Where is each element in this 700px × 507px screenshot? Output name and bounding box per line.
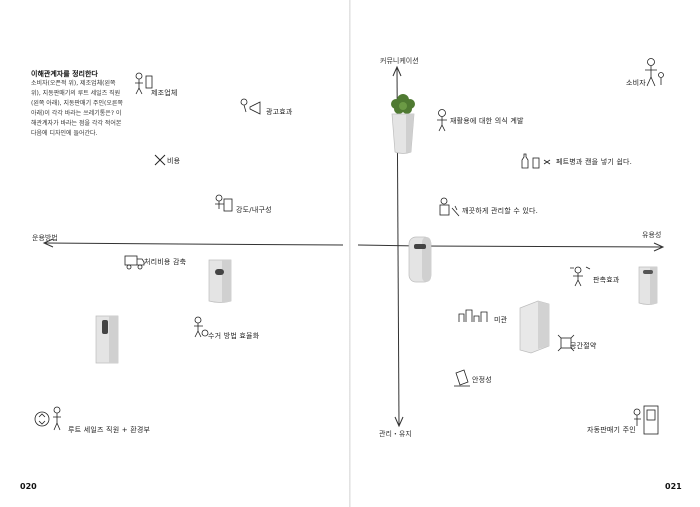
axis-label-bottom: 관리・유지: [379, 430, 412, 438]
compact-space-doodle-icon: [557, 334, 575, 352]
round-bin-product: [638, 266, 658, 305]
cross-mark-icon: [154, 154, 166, 166]
flat-bin-product: [519, 300, 550, 354]
book-gutter: [349, 0, 351, 507]
horizontal-axis-left: [44, 242, 344, 246]
label-owner: 자동판매기 주인: [587, 426, 636, 434]
cleaning-person-doodle-icon: [439, 197, 460, 217]
vending-machine-doodle-icon: [633, 405, 659, 435]
label-safety: 안정성: [472, 376, 492, 384]
label-strength: 강도/내구성: [236, 206, 272, 214]
label-awareness: 재활용에 대한 의식 계발: [450, 117, 524, 125]
thinking-person-doodle-icon: [437, 109, 447, 132]
label-sales: 판촉효과: [593, 276, 620, 284]
factory-worker-doodle-icon: [135, 72, 153, 95]
label-consumer: 소비자: [626, 79, 646, 87]
bottle-can-doodle-icon: [521, 153, 551, 169]
axis-label-right: 유용성: [642, 231, 662, 239]
collector-doodle-icon: [194, 316, 209, 338]
horizontal-axis-right: [357, 244, 663, 248]
recycle-staff-doodle-icon: [34, 406, 61, 431]
tall-bin-product: [95, 315, 119, 364]
center-bin-product: [408, 236, 432, 283]
promotion-doodle-icon: [570, 266, 591, 287]
label-manufacturer: 제조업체: [151, 89, 178, 97]
megaphone-doodle-icon: [240, 98, 261, 115]
arrow-up-icon: [392, 65, 402, 77]
label-route: 루트 세일즈 직원 + 환경부: [68, 426, 151, 434]
label-beauty: 미관: [494, 316, 508, 324]
page-number-left: 020: [20, 482, 37, 491]
arrow-left-icon: [42, 238, 54, 248]
axis-label-left: 운용방법: [32, 234, 58, 242]
label-reduce: 처리비용 감축: [144, 258, 187, 266]
intro-title: 이해관계자를 정리한다: [31, 70, 98, 78]
label-space: 공간절약: [570, 342, 597, 350]
plant-icon: [391, 94, 415, 114]
tilted-bin-doodle-icon: [454, 369, 470, 387]
label-clean: 깨끗하게 관리할 수 있다.: [462, 207, 539, 215]
axis-label-top: 커뮤니케이션: [380, 57, 419, 65]
arrow-down-icon: [394, 416, 404, 428]
slot-bin-product: [208, 259, 232, 303]
label-ad-effect: 광고효과: [266, 108, 293, 116]
intro-body: 소비자(오픈적 위), 제조업체(왼쪽 위), 지동판매기의 루트 세일즈 직원…: [31, 80, 123, 137]
label-pet-can: 페트병과 캔을 넣기 쉽다.: [556, 158, 633, 166]
label-cost: 비용: [167, 157, 181, 165]
consumer-doodle-icon: [645, 58, 664, 87]
arrow-right-icon: [653, 242, 665, 252]
strong-bin-doodle-icon: [215, 194, 233, 212]
buildings-doodle-icon: [458, 309, 488, 322]
page-number-right: 021: [665, 482, 682, 491]
label-collect: 수거 방법 효율화: [208, 332, 260, 340]
planter-bin-product: [391, 94, 415, 154]
truck-doodle-icon: [124, 255, 145, 270]
